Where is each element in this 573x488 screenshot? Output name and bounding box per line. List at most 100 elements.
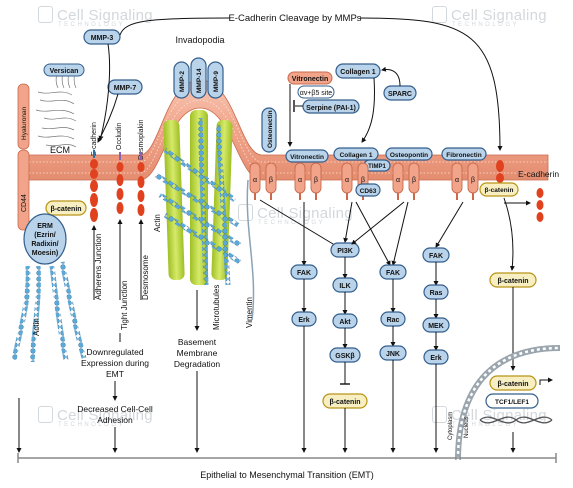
svg-text:β-catenin: β-catenin	[329, 399, 360, 406]
erm-line1: ERM	[37, 223, 53, 230]
arrow-to-cyto-catenin	[503, 197, 515, 271]
mmp3-badge	[83, 29, 121, 45]
integrin-osteopontin-beta: β	[408, 162, 420, 200]
collagen1-badge	[333, 147, 379, 161]
svg-text:JNK: JNK	[386, 351, 400, 358]
akt-node: Akt	[332, 313, 358, 329]
ilk-node: ILK	[332, 277, 358, 293]
ras-node: Ras	[423, 284, 449, 300]
svg-text:α: α	[396, 177, 400, 184]
vitronectin-label: Vitronectin	[290, 154, 324, 161]
site-badge	[297, 85, 335, 99]
cleavage-title: E-Cadherin Cleavage by MMPs	[228, 13, 361, 24]
arrow-collagen1	[361, 77, 375, 143]
timp1-label: TIMP1	[368, 164, 386, 170]
e-cadherin-left-label: E-cadherin	[91, 122, 98, 156]
e-cadherin-right-label: E-cadherin	[518, 169, 559, 179]
basement-line1: Basement	[178, 337, 217, 347]
beta-catenin-path-node: β-catenin	[322, 393, 368, 409]
svg-text:GSKβ: GSKβ	[335, 353, 355, 360]
tcf-lef-badge	[485, 393, 539, 409]
fibronectin-label: Fibronectin	[446, 152, 481, 159]
erk2-node: Erk	[423, 349, 449, 365]
basement-line2: Membrane	[177, 348, 218, 358]
erk1-node: Erk	[291, 311, 317, 327]
svg-text:β: β	[361, 177, 365, 184]
desmosome-label: Desmosome	[141, 255, 150, 300]
rac-node: Rac	[380, 311, 406, 327]
osteopontin-label: Osteopontin	[390, 152, 428, 159]
svg-text:α: α	[455, 177, 459, 184]
desmoplakin-label: Desmoplakin	[138, 119, 145, 160]
erm-line2: (Ezrin/	[34, 232, 55, 239]
vitronectin-top-label: Vitronectin	[292, 76, 328, 83]
basement-line3: Degradation	[174, 359, 221, 369]
integrin-osteonectin-beta: β	[265, 162, 277, 200]
svg-text:Erk: Erk	[298, 317, 309, 324]
mmp3-label: MMP-3	[91, 35, 114, 42]
hyaluronan-label: Hyaluronan	[21, 106, 28, 140]
versican-label: Versican	[50, 68, 79, 75]
osteopontin-badge	[385, 147, 433, 161]
arrow-collagen-pi3k	[343, 201, 353, 243]
actin-mid-label: Actin	[153, 214, 162, 232]
e-cadherin-right-mid	[496, 173, 504, 183]
cytoplasm-label: Cytoplasm	[448, 412, 454, 440]
svg-text:Ras: Ras	[430, 290, 443, 297]
actin-invadopodia	[154, 117, 242, 286]
mmp9-label: MMP-9	[213, 71, 220, 92]
arrow-osteopontin-fak2	[391, 201, 409, 266]
fak3-node: FAK	[422, 247, 450, 263]
ecm-label: ECM	[50, 145, 70, 155]
mek-node: MEK	[422, 317, 450, 333]
microtubules-label: Microtubules	[212, 285, 221, 330]
svg-text:FAK: FAK	[297, 270, 311, 277]
arrow-collagen-fak2	[355, 201, 391, 266]
svg-text:β: β	[314, 177, 318, 184]
integrin-collagen-alpha: α	[341, 162, 353, 200]
decreased-line1: Decreased Cell-Cell	[77, 404, 153, 414]
cleavage-arrow-left	[119, 17, 231, 36]
tight-junction-label: Tight Junction	[120, 280, 129, 330]
gsk-node: GSKβ	[329, 347, 361, 363]
hyaluronan-strand	[17, 83, 30, 150]
mmp14-label: MMP-14	[196, 68, 203, 93]
mmp2-label: MMP-2	[179, 71, 186, 92]
cd63-badge	[355, 183, 381, 197]
decreased-line2: Adhesion	[97, 415, 133, 425]
tcf-lef-label: TCF1/LEF1	[495, 399, 529, 406]
collagen1-label: Collagen 1	[340, 152, 373, 159]
osteonectin-badge	[261, 107, 277, 153]
beta-catenin-right-badge	[479, 182, 519, 197]
cd44-receptor	[17, 149, 30, 231]
cleaved-cadherin-3	[536, 212, 544, 222]
osteonectin-label: Osteonectin	[267, 110, 274, 148]
cleavage-arrow-right	[359, 17, 503, 151]
beta-catenin-cyto-label: β-catenin	[497, 278, 528, 285]
fibronectin-badge	[441, 147, 487, 161]
downregulated-line3: EMT	[106, 369, 124, 379]
dna-helix	[479, 416, 553, 424]
erm-line3: Radixin/	[31, 241, 58, 248]
arrow-mmp3	[98, 43, 111, 141]
collagen1-top-badge	[335, 63, 381, 79]
fak2-node: FAK	[379, 264, 407, 280]
collagen1-top-label: Collagen 1	[340, 69, 376, 76]
svg-text:β: β	[471, 177, 475, 184]
integrin-vitronectin-alpha: α	[294, 162, 306, 200]
vitronectin-badge	[285, 149, 329, 163]
svg-text:α: α	[253, 177, 257, 184]
svg-text:α: α	[298, 177, 302, 184]
serpine-label: Serpine (PAI-1)	[306, 105, 356, 112]
nucleus-label: Nucleus	[464, 416, 470, 438]
actin-left-label: Actin	[32, 318, 41, 336]
downregulated-line1: Downregulated	[86, 347, 143, 357]
occludin-label: Occludin	[116, 123, 123, 150]
versican-badge	[43, 63, 85, 77]
arrow-sparc	[381, 66, 401, 87]
erm-line4: Moesin)	[32, 250, 58, 257]
